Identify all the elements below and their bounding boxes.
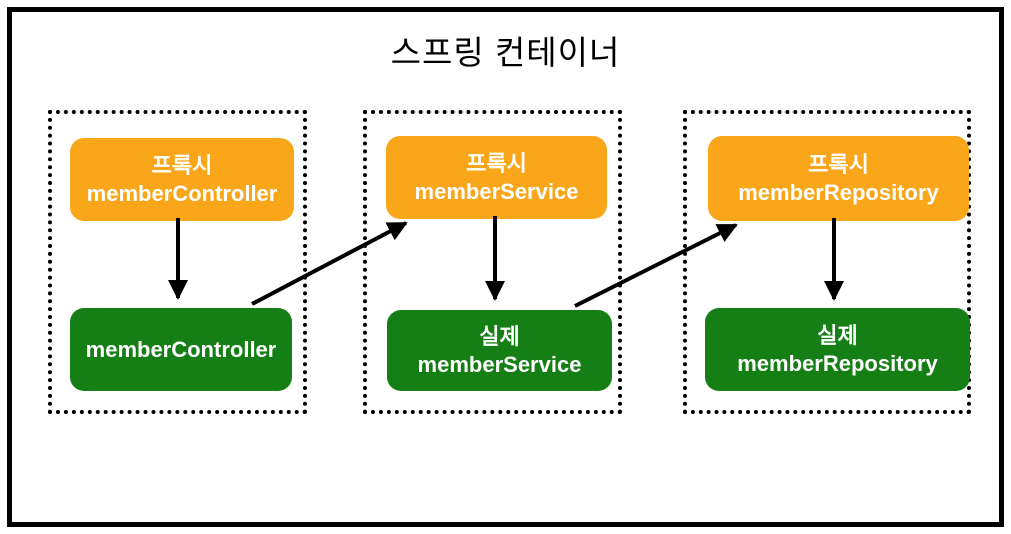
proxy-label-korean: 프록시 (808, 151, 869, 177)
proxy-label-korean: 프록시 (151, 152, 213, 178)
real-label-name: memberService (417, 351, 582, 377)
real-member-service-box: 실제 memberService (387, 310, 612, 391)
proxy-member-repository-box: 프록시 memberRepository (708, 136, 969, 221)
real-label-korean: 실제 (817, 322, 858, 348)
proxy-member-controller-box: 프록시 memberController (70, 138, 294, 221)
proxy-label-name: memberRepository (738, 179, 939, 205)
proxy-label-korean: 프록시 (466, 150, 527, 176)
real-label-name: memberController (85, 336, 277, 362)
real-member-controller-box: memberController (70, 308, 292, 391)
proxy-label-name: memberController (86, 180, 278, 206)
diagram-title: 스프링 컨테이너 (390, 34, 621, 71)
proxy-member-service-box: 프록시 memberService (386, 136, 607, 219)
bean-group-service: 프록시 memberService 실제 memberService (363, 110, 622, 414)
real-label-name: memberRepository (737, 350, 938, 376)
proxy-label-name: memberService (414, 178, 579, 204)
real-member-repository-box: 실제 memberRepository (705, 308, 970, 391)
bean-group-controller: 프록시 memberController memberController (48, 110, 307, 414)
real-label-korean: 실제 (479, 323, 520, 349)
bean-group-repository: 프록시 memberRepository 실제 memberRepository (683, 110, 971, 414)
